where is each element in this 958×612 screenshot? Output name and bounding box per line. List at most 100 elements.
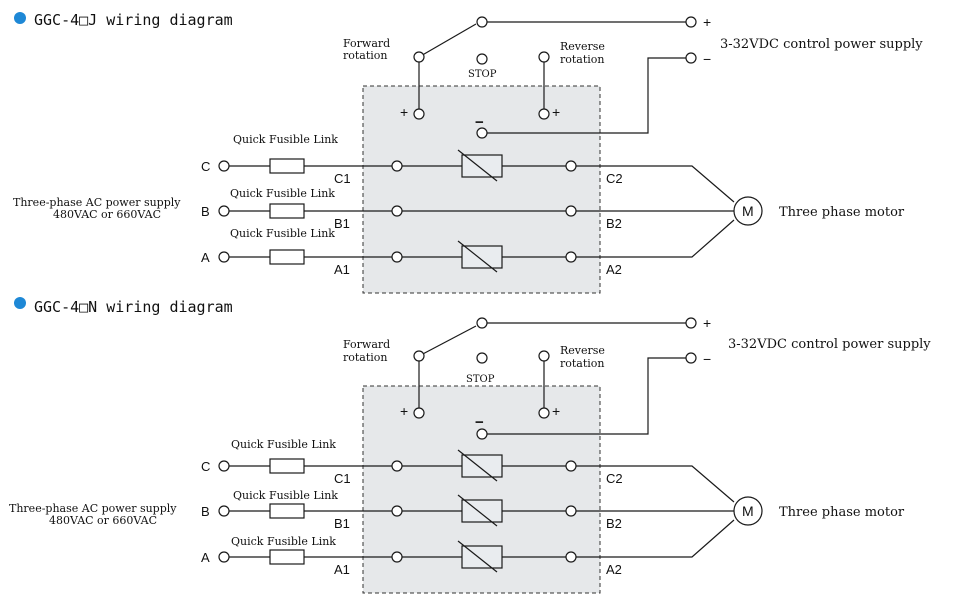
terminal-circle-icon [218, 551, 230, 563]
motor-icon [733, 496, 763, 526]
terminal-circle-icon [391, 505, 403, 517]
terminal-circle-icon [565, 551, 577, 563]
c2-label: C2 [606, 171, 623, 186]
terminal-circle-icon [565, 460, 577, 472]
c2-label: C2 [606, 471, 623, 486]
terminal-circle-icon [391, 460, 403, 472]
motor-wire-a [576, 519, 735, 558]
reverse-label-2: rotation [560, 357, 605, 370]
fuse-label: Quick Fusible Link [230, 187, 335, 200]
motor-wire-c [576, 165, 735, 203]
c1-label: C1 [334, 171, 351, 186]
power-label-1: Three-phase AC power supply [9, 502, 177, 515]
terminal-circle-icon [413, 108, 425, 120]
terminal-circle-icon [565, 160, 577, 172]
power-label-1: Three-phase AC power supply [13, 196, 181, 209]
diagram-j: GGC-4□J wiring diagram + Forward rotatio… [13, 11, 923, 294]
phase-b-label: B [201, 204, 210, 219]
a1-label: A1 [334, 562, 350, 577]
fuse-icon [269, 458, 305, 474]
diagram-title: GGC-4□N wiring diagram [34, 298, 233, 316]
forward-terminal[interactable] [413, 350, 425, 362]
terminal-circle-icon [218, 251, 230, 263]
control-supply-label: 3-32VDC control power supply [720, 37, 923, 52]
power-label-2: 480VAC or 660VAC [49, 514, 157, 527]
terminal-circle-icon [391, 551, 403, 563]
plus-sign: + [552, 403, 560, 419]
b1-label: B1 [334, 516, 350, 531]
motor-label: Three phase motor [779, 205, 905, 220]
fuse-label: Quick Fusible Link [233, 133, 338, 146]
forward-label-1: Forward [343, 338, 390, 351]
b2-label: B2 [606, 216, 622, 231]
varistor-slash [457, 494, 498, 527]
a2-label: A2 [606, 262, 622, 277]
phase-c-label: C [201, 159, 210, 174]
phase-a-label: A [201, 250, 210, 265]
motor-wire-c [576, 465, 735, 503]
plus-sign: + [552, 104, 560, 120]
terminal-circle-icon [685, 16, 697, 28]
switch-blade [418, 23, 477, 58]
varistor-slash [457, 149, 498, 182]
fuse-label: Quick Fusible Link [233, 489, 338, 502]
reverse-label-1: Reverse [560, 344, 605, 357]
fuse-label: Quick Fusible Link [231, 535, 336, 548]
plus-sign: + [703, 315, 711, 331]
c1-label: C1 [334, 471, 351, 486]
motor-label: Three phase motor [779, 505, 905, 520]
diagram-n: GGC-4□N wiring diagram + Forward rotatio… [9, 297, 931, 594]
b2-label: B2 [606, 516, 622, 531]
motor-symbol: M [742, 203, 754, 219]
a1-label: A1 [334, 262, 350, 277]
terminal-circle-icon [476, 16, 488, 28]
fuse-icon [269, 249, 305, 265]
minus-sign: − [475, 414, 484, 431]
plus-sign: + [400, 403, 408, 419]
stop-label: STOP [466, 374, 495, 385]
terminal-circle-icon [218, 205, 230, 217]
minus-sign: − [703, 351, 711, 367]
forward-label-1: Forward [343, 37, 390, 50]
reverse-label-2: rotation [560, 53, 605, 66]
terminal-circle-icon [565, 251, 577, 263]
terminal-circle-icon [413, 407, 425, 419]
fuse-icon [269, 158, 305, 174]
terminal-circle-icon [476, 127, 488, 139]
motor-icon [733, 196, 763, 226]
phase-a-label: A [201, 550, 210, 565]
reverse-terminal[interactable] [538, 51, 550, 63]
terminal-circle-icon [538, 108, 550, 120]
a2-label: A2 [606, 562, 622, 577]
terminal-circle-icon [391, 205, 403, 217]
phase-c-label: C [201, 459, 210, 474]
terminal-circle-icon [565, 505, 577, 517]
minus-sign: − [475, 114, 484, 131]
plus-sign: + [703, 14, 711, 30]
forward-label-2: rotation [343, 351, 388, 364]
minus-sign: − [703, 51, 711, 67]
reverse-terminal[interactable] [538, 350, 550, 362]
stop-terminal[interactable] [476, 352, 488, 364]
switch-blade [418, 325, 477, 357]
negative-wire [487, 357, 686, 435]
bullet-dot-icon [14, 12, 26, 24]
plus-sign: + [400, 104, 408, 120]
fuse-label: Quick Fusible Link [230, 227, 335, 240]
forward-terminal[interactable] [413, 51, 425, 63]
varistor-slash [457, 540, 498, 573]
fuse-icon [269, 503, 305, 519]
terminal-circle-icon [476, 317, 488, 329]
terminal-circle-icon [218, 460, 230, 472]
motor-wire-a [576, 219, 735, 258]
terminal-circle-icon [218, 505, 230, 517]
terminal-circle-icon [685, 317, 697, 329]
diagram-title: GGC-4□J wiring diagram [34, 11, 233, 29]
terminal-circle-icon [685, 352, 697, 364]
terminal-circle-icon [565, 205, 577, 217]
control-supply-label: 3-32VDC control power supply [728, 337, 931, 352]
phase-b-label: B [201, 504, 210, 519]
stop-terminal[interactable] [476, 53, 488, 65]
terminal-circle-icon [685, 52, 697, 64]
